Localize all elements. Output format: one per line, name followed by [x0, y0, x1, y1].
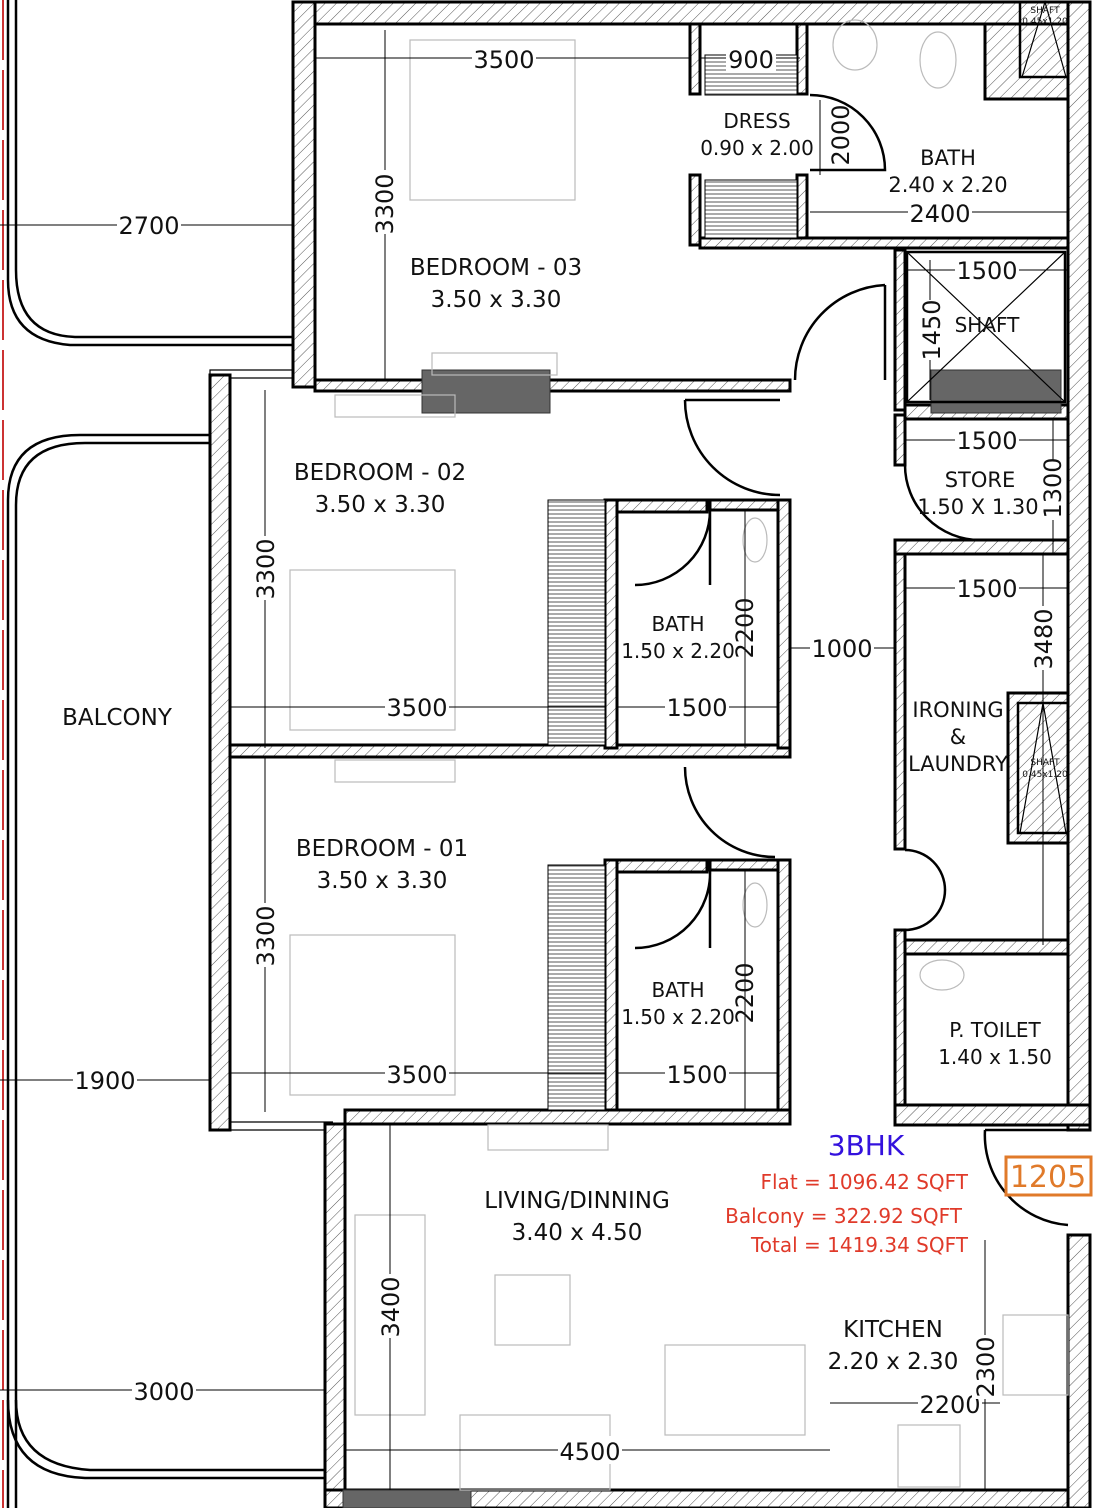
room-ironing-line1: IRONING [912, 698, 1003, 722]
room-shaft-laundry-size: 0.45x1.20 [1022, 770, 1068, 780]
dim-living-width: 4500 [559, 1438, 620, 1466]
dim-b2-width: 3500 [386, 694, 447, 722]
balcony-area: Balcony = 322.92 SQFT [725, 1204, 963, 1228]
dim-b1-width: 3500 [386, 1061, 447, 1089]
room-kitchen-size: 2.20 x 2.30 [828, 1349, 959, 1375]
room-store-size: 1.50 X 1.30 [917, 495, 1038, 519]
walls [208, 0, 1092, 1508]
dim-balcony-top: 2700 [118, 212, 179, 240]
room-shaft-mid-name: SHAFT [955, 313, 1021, 337]
room-bath1-size: 1.50 x 2.20 [621, 1005, 735, 1029]
dim-corridor: 1000 [811, 635, 872, 663]
room-ptoilet-name: P. TOILET [949, 1018, 1041, 1042]
room-dress-size: 0.90 x 2.00 [700, 136, 814, 160]
room-ptoilet-size: 1.40 x 1.50 [938, 1045, 1052, 1069]
dim-shaft-width: 1500 [956, 257, 1017, 285]
room-bath-top-size: 2.40 x 2.20 [888, 173, 1007, 197]
room-ironing-line3: LAUNDRY [908, 752, 1008, 776]
room-bedroom2-size: 3.50 x 3.30 [315, 492, 446, 518]
flat-type: 3BHK [828, 1129, 905, 1162]
dim-b3-height: 3300 [371, 173, 399, 234]
dim-laundry-width: 1500 [956, 575, 1017, 603]
dim-dress-width: 900 [728, 46, 774, 74]
dim-store-width: 1500 [956, 427, 1017, 455]
dim-kitchen-height: 2300 [972, 1336, 1000, 1397]
room-shaft-top-name: SHAFT [1030, 6, 1060, 16]
area-summary: 3BHK Flat = 1096.42 SQFT Balcony = 322.9… [725, 1129, 1093, 1257]
room-dress-name: DRESS [723, 109, 790, 133]
room-balcony-name: BALCONY [62, 705, 173, 731]
dim-b1-height: 3300 [252, 905, 280, 966]
dim-balcony-bottom: 3000 [133, 1378, 194, 1406]
total-area: Total = 1419.34 SQFT [750, 1233, 969, 1257]
room-living-name: LIVING/DINNING [484, 1188, 670, 1214]
dimension-labels: 3500 900 2000 3300 2700 2400 1500 1450 1… [73, 44, 1067, 1466]
room-shaft-top-size: 0.45x1.20 [1022, 17, 1068, 27]
unit-number-box [1004, 1155, 1093, 1197]
room-shaft-laundry-name: SHAFT [1030, 758, 1060, 768]
room-ironing-line2: & [950, 725, 966, 749]
room-bedroom1-size: 3.50 x 3.30 [317, 868, 448, 894]
dim-bath1-width: 1500 [666, 1061, 727, 1089]
balcony-outline [2, 0, 333, 1508]
room-living-size: 3.40 x 4.50 [512, 1220, 643, 1246]
room-store-name: STORE [945, 468, 1016, 492]
room-bath-top-name: BATH [920, 146, 976, 170]
room-bedroom1-name: BEDROOM - 01 [296, 836, 468, 862]
room-bath2-name: BATH [651, 612, 704, 636]
dim-bath2-width: 1500 [666, 694, 727, 722]
doors [634, 93, 1069, 1227]
dim-b3-width: 3500 [473, 46, 534, 74]
unit-number: 1205 [1010, 1160, 1086, 1195]
dim-kitchen-width: 2200 [919, 1391, 980, 1419]
dim-bath-top-width: 2400 [909, 200, 970, 228]
room-bath1-name: BATH [651, 978, 704, 1002]
dim-dress-height: 2000 [827, 104, 855, 165]
room-bath2-size: 1.50 x 2.20 [621, 639, 735, 663]
dim-shaft-height: 1450 [918, 299, 946, 360]
room-bedroom3-name: BEDROOM - 03 [410, 255, 582, 281]
room-kitchen-name: KITCHEN [843, 1317, 943, 1343]
dim-laundry-height: 3480 [1030, 608, 1058, 669]
dim-store-height: 1300 [1039, 457, 1067, 518]
dim-bath1-height: 2200 [731, 962, 759, 1023]
room-bedroom2-name: BEDROOM - 02 [294, 460, 466, 486]
dim-bath2-height: 2200 [731, 597, 759, 658]
flat-area: Flat = 1096.42 SQFT [761, 1170, 969, 1194]
room-bedroom3-size: 3.50 x 3.30 [431, 287, 562, 313]
dim-balcony-mid: 1900 [74, 1067, 135, 1095]
room-labels: BEDROOM - 03 3.50 x 3.30 DRESS 0.90 x 2.… [62, 6, 1068, 1375]
dim-b2-height: 3300 [252, 538, 280, 599]
dim-living-height: 3400 [377, 1276, 405, 1337]
